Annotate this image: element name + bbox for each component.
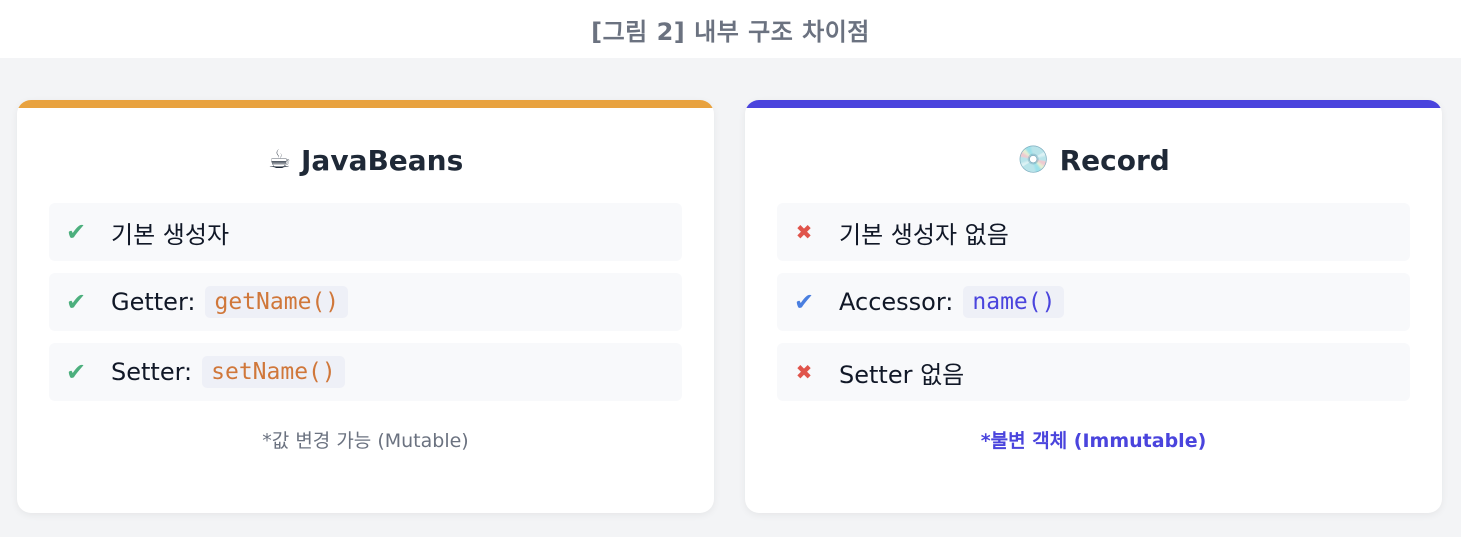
javabeans-title-text: JavaBeans xyxy=(301,143,464,177)
javabeans-item-setter: ✔ Setter: setName() xyxy=(49,343,682,401)
check-icon: ✔ xyxy=(65,288,87,316)
record-accent-bar xyxy=(745,100,1442,108)
accessor-code: name() xyxy=(963,286,1065,318)
record-title: 💿 Record xyxy=(745,140,1442,180)
javabeans-item-default-constructor: ✔ 기본 생성자 xyxy=(49,203,682,261)
javabeans-item-getter: ✔ Getter: getName() xyxy=(49,273,682,331)
item-label: Getter: xyxy=(111,288,196,316)
setter-code: setName() xyxy=(202,356,345,388)
figure-caption: [그림 2] 내부 구조 차이점 xyxy=(591,17,870,46)
cross-icon: ✖ xyxy=(795,220,813,244)
record-item-accessor: ✔ Accessor: name() xyxy=(777,273,1410,331)
item-label: Accessor: xyxy=(839,288,954,316)
javabeans-accent-bar xyxy=(17,100,714,108)
cross-icon: ✖ xyxy=(795,360,813,384)
item-label: 기본 생성자 xyxy=(111,220,230,249)
record-title-text: Record xyxy=(1059,143,1170,177)
check-icon: ✔ xyxy=(793,288,815,316)
javabeans-title: ☕ JavaBeans xyxy=(17,140,714,180)
item-label: 기본 생성자 없음 xyxy=(839,220,1009,249)
record-item-no-default-constructor: ✖ 기본 생성자 없음 xyxy=(777,203,1410,261)
item-label: Setter 없음 xyxy=(839,360,965,389)
caption-bar: [그림 2] 내부 구조 차이점 xyxy=(0,0,1461,58)
check-icon: ✔ xyxy=(65,358,87,386)
getter-code: getName() xyxy=(205,286,349,318)
check-icon: ✔ xyxy=(65,218,87,246)
record-note: *불변 객체 (Immutable) xyxy=(980,430,1207,452)
javabeans-card: ☕ JavaBeans ✔ 기본 생성자 ✔ Getter: getName()… xyxy=(17,100,714,513)
coffee-icon: ☕ xyxy=(267,145,291,175)
item-label: Setter: xyxy=(111,358,193,386)
record-card: 💿 Record ✖ 기본 생성자 없음 ✔ Accessor: name() … xyxy=(745,100,1442,513)
record-item-no-setter: ✖ Setter 없음 xyxy=(777,343,1410,401)
javabeans-note: *값 변경 가능 (Mutable) xyxy=(262,430,469,452)
disc-icon: 💿 xyxy=(1017,145,1050,175)
